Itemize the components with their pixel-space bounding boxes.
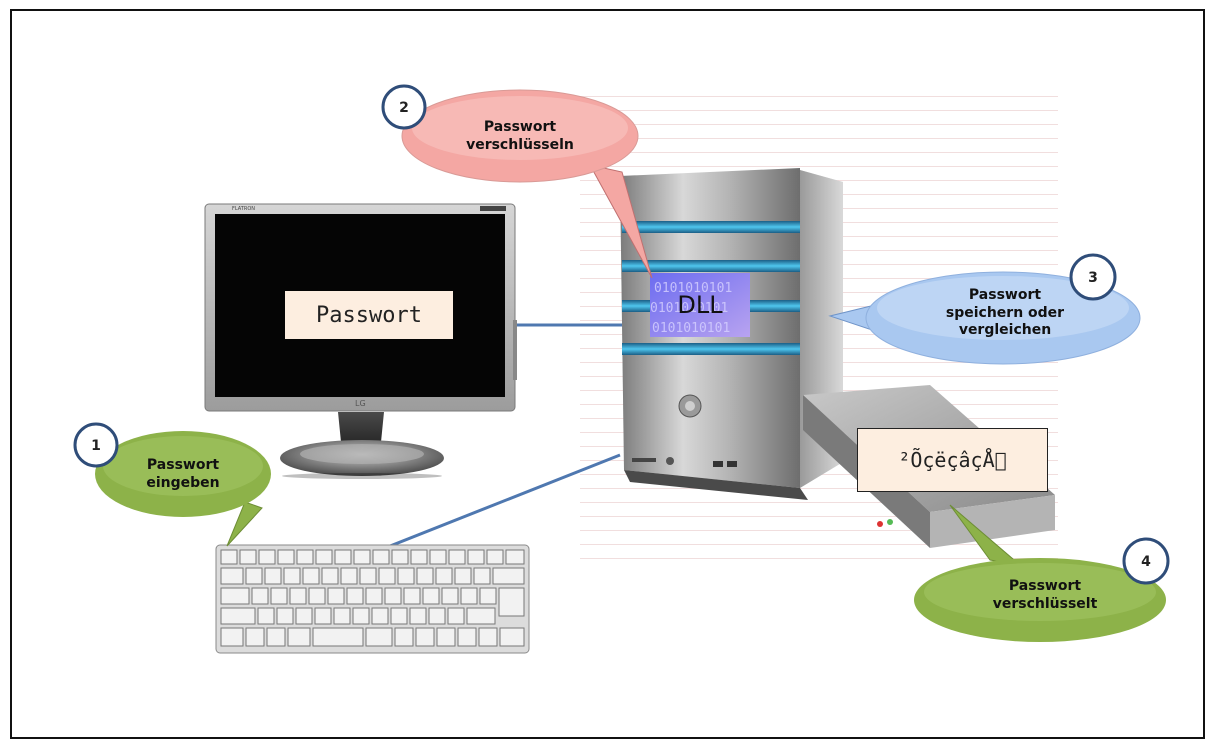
step-1-label-line-1: Passwort [146, 457, 220, 473]
callout-step-4 [914, 504, 1166, 642]
step-4-label-line-2: verschlüsselt [992, 595, 1098, 612]
step-4-badge: 4 [1122, 537, 1170, 585]
svg-text:FLATRON: FLATRON [232, 206, 255, 212]
step-4-label-line-1: Passwort [1008, 578, 1082, 594]
step-3-badge: 3 [1069, 253, 1117, 301]
step-3-label-line-2: speichern oder [945, 304, 1065, 321]
step-3-label: Passwort speichern oder vergleichen [930, 287, 1080, 340]
step-2-label: Passwort verschlüsseln [450, 119, 590, 154]
svg-text:1: 1 [91, 438, 101, 454]
step-4-label: Passwort verschlüsselt [970, 578, 1120, 613]
callout-step-1 [95, 431, 271, 547]
svg-text:2: 2 [399, 100, 409, 116]
svg-text:3: 3 [1088, 270, 1098, 286]
dll-panel [650, 273, 750, 337]
binary-pattern-row-1: 0101010101 [654, 281, 732, 296]
step-3-label-line-1: Passwort [968, 287, 1042, 303]
binary-pattern-row-3: 0101010101 [652, 321, 730, 336]
dll-label: DLL [677, 291, 723, 319]
monitor-screen-text: Passwort [285, 291, 453, 339]
step-3-label-line-3: vergleichen [958, 322, 1052, 338]
callout-step-3 [828, 271, 1141, 365]
keyboard-server-connector [379, 453, 621, 552]
encrypted-password-text: ²ÕçëçâçÅ  [857, 428, 1048, 492]
step-1-badge: 1 [73, 422, 119, 468]
callout-step-2 [401, 89, 653, 279]
step-2-badge: 2 [381, 84, 427, 130]
keyboard-icon [215, 544, 530, 654]
monitor-brand: LG [355, 399, 366, 408]
svg-text:4: 4 [1141, 554, 1151, 570]
step-1-label-line-2: eingeben [146, 474, 220, 491]
step-1-label: Passwort eingeben [113, 457, 253, 492]
monitor-icon: FLATRON LG [204, 203, 517, 479]
binary-pattern-row-2: 0101010101 [650, 301, 728, 316]
step-2-label-line-2: verschlüsseln [466, 136, 574, 153]
step-2-label-line-1: Passwort [483, 119, 557, 135]
